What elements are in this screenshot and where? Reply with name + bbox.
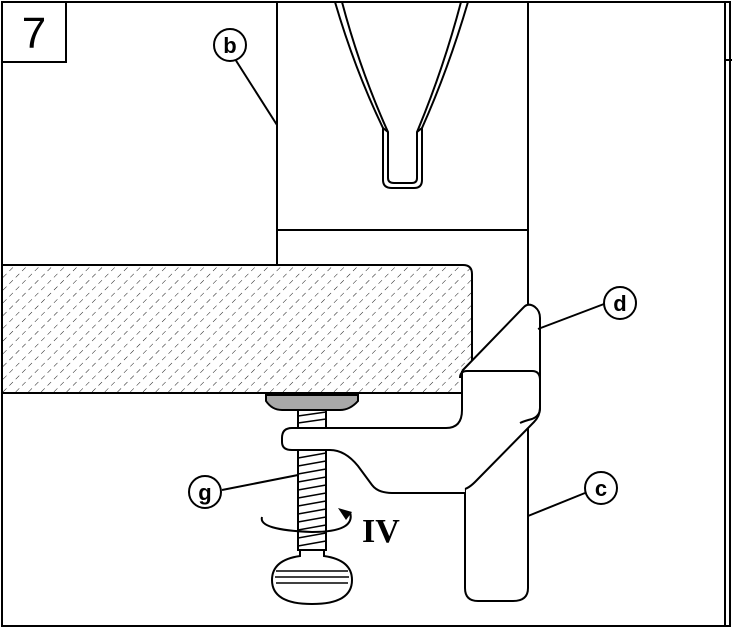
step-number-box: 7: [1, 1, 67, 63]
callout-g: g: [188, 474, 299, 509]
rotation-label: IV: [362, 513, 400, 550]
hanging-tube: [334, 1, 469, 189]
callout-d: d: [537, 286, 637, 330]
clamp-bracket-d: [281, 303, 541, 494]
callout-b-label: b: [223, 33, 236, 58]
callout-c-label: c: [595, 476, 607, 501]
step-number: 7: [22, 9, 46, 58]
callout-g-label: g: [198, 480, 211, 505]
rotation-arrow: [260, 508, 352, 534]
callout-b: b: [213, 28, 278, 126]
callout-c: c: [527, 471, 618, 517]
callout-d-label: d: [613, 291, 626, 316]
leg-c: [464, 415, 529, 602]
screw-g: [265, 394, 359, 606]
table-top: [1, 264, 473, 394]
